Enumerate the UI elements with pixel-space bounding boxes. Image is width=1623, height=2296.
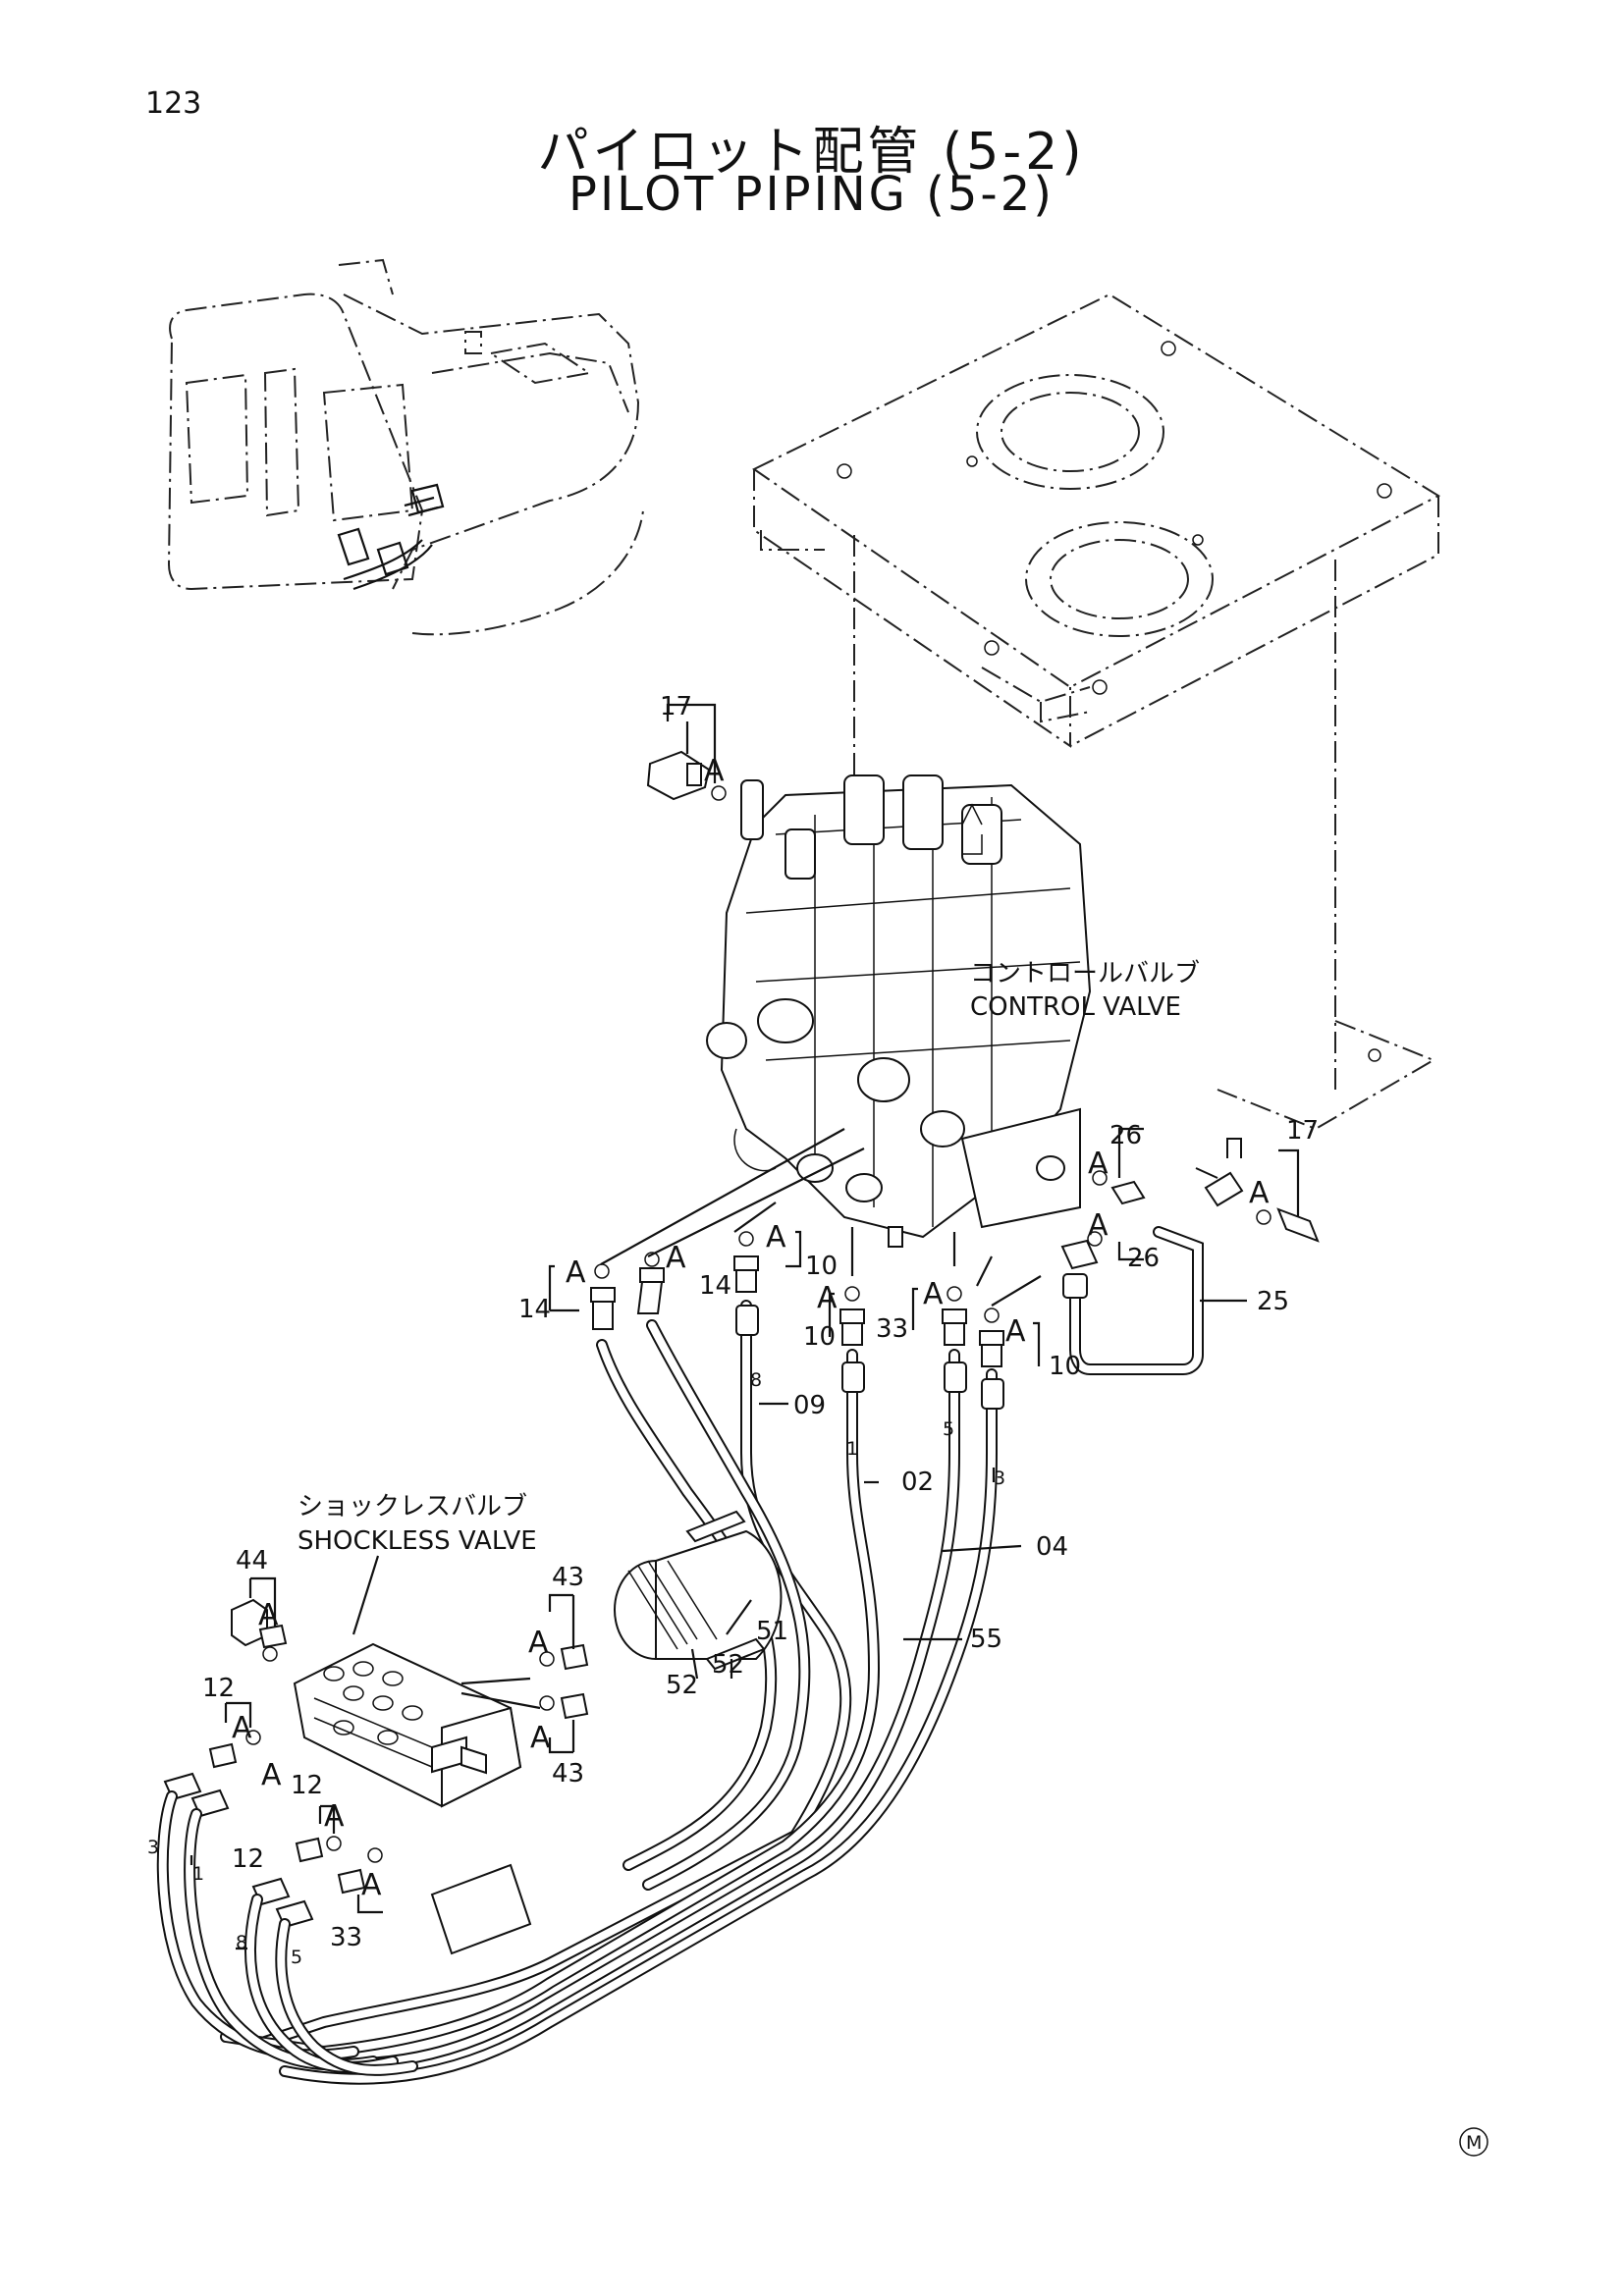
callout-26-lower: 26 xyxy=(1127,1244,1160,1273)
callout-14-left: 14 xyxy=(518,1295,551,1324)
leader-lines xyxy=(600,1128,1042,1307)
callout-25: 25 xyxy=(1257,1287,1289,1316)
hose-number-1-left: 1 xyxy=(192,1863,204,1885)
marker-a: A xyxy=(324,1799,345,1834)
fitting-12-c-33 xyxy=(337,1847,383,1914)
marker-a: A xyxy=(361,1868,382,1902)
hose-number-3-left: 3 xyxy=(147,1837,159,1858)
marker-a: A xyxy=(258,1598,279,1632)
callout-17-right: 17 xyxy=(1286,1116,1319,1146)
fitting-26-lower xyxy=(1060,1231,1144,1270)
hose-number-1: 1 xyxy=(846,1438,858,1460)
callout-44: 44 xyxy=(236,1546,268,1575)
fitting-10-a xyxy=(733,1231,759,1293)
marker-a: A xyxy=(232,1711,252,1745)
callout-33-b: 33 xyxy=(330,1923,362,1952)
callout-33-a: 33 xyxy=(876,1314,908,1344)
fitting-10-c xyxy=(979,1308,1004,1367)
marker-a: A xyxy=(766,1220,786,1255)
marker-a: A xyxy=(261,1758,282,1792)
hose-number-5: 5 xyxy=(943,1418,954,1440)
marker-a: A xyxy=(566,1255,586,1290)
fitting-43-lower xyxy=(539,1692,589,1754)
callout-17-top: 17 xyxy=(660,692,692,721)
callout-12-a: 12 xyxy=(202,1674,235,1703)
control-valve-body xyxy=(706,774,1092,1248)
excavator-overview xyxy=(167,258,644,636)
page-number: 123 xyxy=(145,86,202,121)
callout-02: 02 xyxy=(901,1468,934,1497)
fitting-14-right xyxy=(636,1252,665,1314)
callout-55: 55 xyxy=(970,1625,1002,1654)
marker-a: A xyxy=(817,1281,838,1315)
title-english: PILOT PIPING (5-2) xyxy=(568,167,1055,222)
elbow-hose-ends xyxy=(156,1772,532,2076)
fitting-43-upper xyxy=(539,1593,589,1671)
fitting-10-b xyxy=(839,1286,865,1346)
shockless-valve-label-jp: ショックレスバルブ xyxy=(298,1492,527,1522)
hose-number-8-left: 8 xyxy=(236,1932,247,1953)
shockless-valve-label-en: SHOCKLESS VALVE xyxy=(298,1526,537,1556)
callout-10-a: 10 xyxy=(805,1252,838,1281)
callout-52-a: 52 xyxy=(666,1671,698,1700)
fitting-33-a xyxy=(942,1286,967,1346)
callout-labels: 17 A 17 A 26 A 26 A 25 14 A 14 A 10 A 10… xyxy=(147,692,1488,2157)
callout-12-b: 12 xyxy=(291,1771,323,1800)
marker-a: A xyxy=(666,1241,686,1275)
hose-number-8: 8 xyxy=(750,1369,762,1391)
callout-51: 51 xyxy=(756,1617,788,1646)
marker-a: A xyxy=(530,1721,551,1755)
control-valve-label-jp: コントロールバルブ xyxy=(970,959,1200,988)
hose-bundle xyxy=(220,1300,1022,2085)
callout-09: 09 xyxy=(793,1391,826,1420)
fitting-26-upper xyxy=(1092,1127,1146,1205)
control-valve-label-en: CONTROL VALVE xyxy=(970,992,1181,1022)
marker-a: A xyxy=(1005,1314,1026,1349)
callout-10-b: 10 xyxy=(803,1322,836,1352)
pipe-25 xyxy=(1062,1226,1247,1375)
callout-04: 04 xyxy=(1036,1532,1068,1562)
swing-frame-outline xyxy=(752,293,1441,1131)
title-japanese: パイロット配管 (5-2) xyxy=(537,123,1086,182)
callout-52-b: 52 xyxy=(712,1650,744,1680)
marker-a: A xyxy=(1088,1147,1109,1181)
callout-26-upper: 26 xyxy=(1109,1121,1142,1150)
callout-43-lower: 43 xyxy=(552,1759,584,1789)
fitting-17-right xyxy=(1195,1138,1320,1243)
fitting-12-b xyxy=(295,1804,342,1863)
marker-a: A xyxy=(1088,1208,1109,1243)
callout-12-c: 12 xyxy=(232,1844,264,1874)
fitting-14-left xyxy=(590,1263,616,1330)
shockless-valve-body xyxy=(293,1555,541,1808)
callout-10-c: 10 xyxy=(1049,1352,1081,1381)
callout-14-right: 14 xyxy=(699,1271,731,1301)
hose-number-5-left: 5 xyxy=(291,1947,302,1968)
hose-number-3: 3 xyxy=(994,1468,1005,1489)
callout-43-upper: 43 xyxy=(552,1563,584,1592)
hose-clamp-51-52 xyxy=(614,1510,783,1680)
fitting-12-a xyxy=(208,1701,261,1769)
marker-a: A xyxy=(1249,1176,1270,1210)
marker-a: A xyxy=(704,754,725,788)
fitting-17-top xyxy=(646,703,727,801)
marker-a: A xyxy=(923,1277,944,1311)
m-mark-circle xyxy=(1459,2127,1488,2157)
m-mark: M xyxy=(1466,2132,1482,2154)
marker-a: A xyxy=(528,1626,549,1660)
fitting-44 xyxy=(231,1576,288,1662)
